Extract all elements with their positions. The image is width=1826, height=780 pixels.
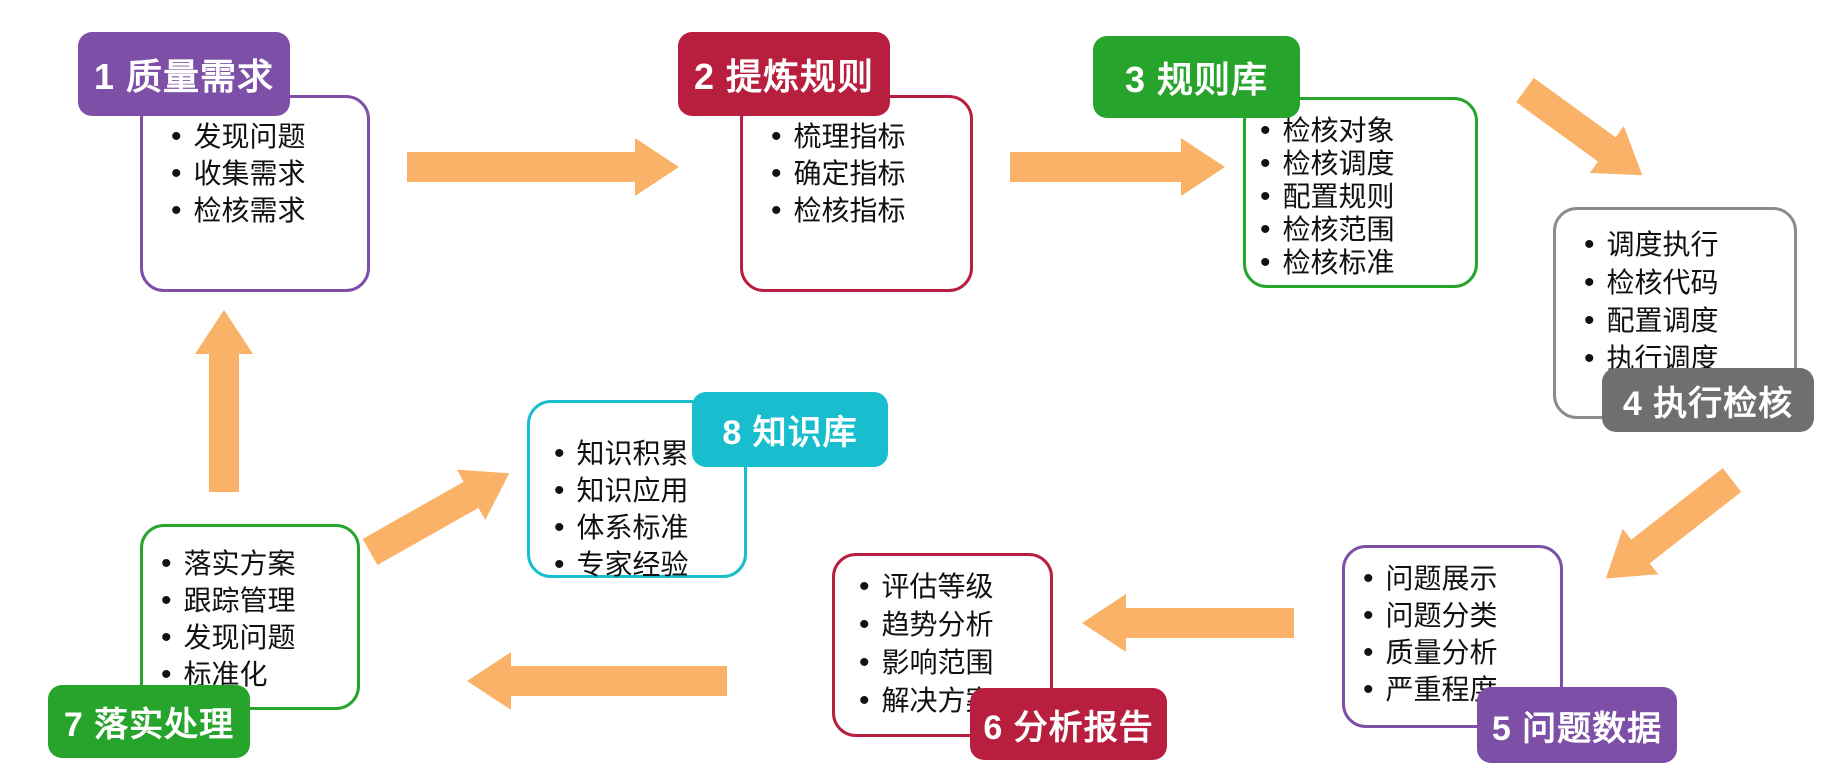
step-3-body: 检核对象 检核调度 配置规则 检核范围 检核标准 [1243,97,1478,288]
step-5-items: 问题展示 问题分类 质量分析 严重程度 [1345,548,1560,708]
step-6-items: 评估等级 趋势分析 影响范围 解决方案 [835,556,1050,720]
arrow-head [635,138,679,196]
step-item: 落实方案 [161,545,357,582]
step-item: 知识应用 [554,472,744,509]
arrow-7-to-1-icon [209,310,239,492]
step-5-label: 5 问题数据 [1477,687,1677,763]
step-item: 质量分析 [1363,634,1560,671]
step-item: 检核调度 [1260,147,1475,180]
step-item: 检核指标 [771,192,970,229]
step-1-items: 发现问题 收集需求 检核需求 [143,98,367,229]
step-7-items: 落实方案 跟踪管理 发现问题 标准化 [143,527,357,693]
step-7-body: 落实方案 跟踪管理 发现问题 标准化 [140,524,360,710]
step-item: 问题分类 [1363,597,1560,634]
arrow-3-to-4-icon [1516,77,1651,187]
arrow-7-to-8-icon [362,460,517,566]
arrow-shaft [1516,77,1618,163]
step-1-label: 1 质量需求 [78,32,290,116]
arrow-head [1181,138,1225,196]
arrow-shaft [209,352,239,492]
arrow-shaft [362,480,481,566]
arrow-6-to-7-icon [467,666,727,696]
step-item: 知识积累 [554,435,744,472]
step-1-body: 发现问题 收集需求 检核需求 [140,95,370,292]
step-item: 发现问题 [171,118,367,155]
step-item: 发现问题 [161,619,357,656]
step-item: 确定指标 [771,155,970,192]
arrow-2-to-3-icon [1010,138,1225,196]
step-6-body: 评估等级 趋势分析 影响范围 解决方案 [832,553,1053,737]
step-item: 检核标准 [1260,246,1475,279]
arrow-1-to-2-icon [407,138,679,196]
step-item: 趋势分析 [859,606,1050,644]
step-8-label: 8 知识库 [692,392,888,467]
step-3-label: 3 规则库 [1093,36,1300,118]
step-item: 检核对象 [1260,114,1475,147]
step-item: 配置调度 [1584,302,1794,340]
arrow-head [195,310,253,354]
step-item: 收集需求 [171,155,367,192]
arrow-shaft [1629,468,1742,565]
arrow-4-to-5-icon [1597,468,1742,590]
step-item: 评估等级 [859,568,1050,606]
arrow-shaft [1124,608,1294,638]
arrow-5-to-6-icon [1082,608,1294,638]
step-item: 检核范围 [1260,213,1475,246]
step-item: 影响范围 [859,644,1050,682]
step-item: 检核需求 [171,192,367,229]
step-item: 梳理指标 [771,118,970,155]
arrow-head [1082,594,1126,652]
step-6-label: 6 分析报告 [970,688,1167,760]
step-item: 问题展示 [1363,560,1560,597]
step-8-body: 知识积累 知识应用 体系标准 专家经验 [527,400,747,580]
step-4-items: 调度执行 检核代码 配置调度 执行调度 [1556,210,1794,378]
arrow-shaft [407,152,637,182]
step-item: 标准化 [161,656,357,693]
arrow-shaft [509,666,727,696]
step-item: 跟踪管理 [161,582,357,619]
step-2-body: 梳理指标 确定指标 检核指标 [740,95,973,292]
step-item: 调度执行 [1584,226,1794,264]
step-2-label: 2 提炼规则 [678,32,890,116]
arrow-head [467,652,511,710]
step-item: 体系标准 [554,509,744,546]
step-4-label: 4 执行检核 [1602,368,1814,432]
step-item: 检核代码 [1584,264,1794,302]
step-item: 配置规则 [1260,180,1475,213]
step-item: 专家经验 [554,546,744,583]
step-7-label: 7 落实处理 [48,685,250,758]
step-3-items: 检核对象 检核调度 配置规则 检核范围 检核标准 [1246,100,1475,279]
step-8-items: 知识积累 知识应用 体系标准 专家经验 [530,403,744,583]
step-2-items: 梳理指标 确定指标 检核指标 [743,98,970,229]
arrow-shaft [1010,152,1183,182]
